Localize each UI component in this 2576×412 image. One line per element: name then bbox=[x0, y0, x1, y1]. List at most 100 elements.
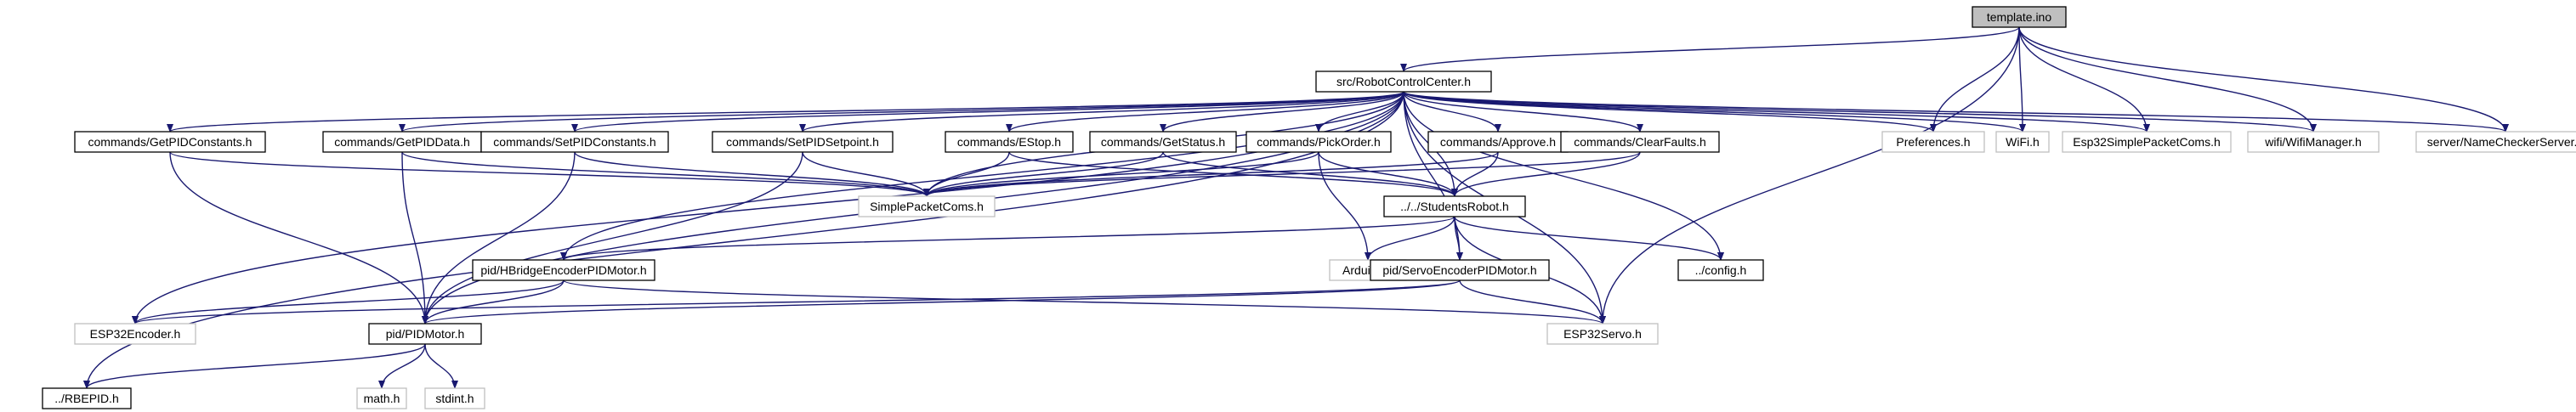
node-label-hbridge: pid/HBridgeEncoderPIDMotor.h bbox=[480, 263, 646, 277]
node-template[interactable]: template.ino bbox=[1972, 6, 2067, 28]
node-getpidconst[interactable]: commands/GetPIDConstants.h bbox=[74, 131, 266, 153]
node-box-approve bbox=[1427, 131, 1569, 153]
node-hbridge[interactable]: pid/HBridgeEncoderPIDMotor.h bbox=[472, 259, 655, 281]
node-label-template: template.ino bbox=[1987, 10, 2051, 24]
node-box-getstatus bbox=[1089, 131, 1237, 153]
edge-servoenc-to-esp32servo bbox=[1459, 279, 1606, 325]
node-box-esp32spc bbox=[2062, 131, 2232, 153]
edge-getpiddata-to-pidmotor bbox=[401, 151, 428, 325]
edge-setpidsetpoint-to-pidmotor bbox=[422, 151, 803, 325]
node-pickorder[interactable]: commands/PickOrder.h bbox=[1245, 131, 1392, 153]
node-clearfaults[interactable]: commands/ClearFaults.h bbox=[1560, 131, 1720, 153]
edge-getstatus-to-spc bbox=[923, 151, 1164, 197]
edge-clearfaults-to-studentsrobot bbox=[1451, 151, 1641, 197]
node-box-clearfaults bbox=[1560, 131, 1720, 153]
edge-pidmotor-to-rbepid bbox=[83, 343, 426, 389]
node-namechecker[interactable]: server/NameCheckerServer.h bbox=[2415, 131, 2576, 153]
node-wifi[interactable]: WiFi.h bbox=[1995, 131, 2050, 153]
edge-rcc-to-getpiddata bbox=[399, 91, 1404, 133]
edge-setpidconst-to-spc bbox=[574, 151, 930, 197]
edge-rcc-to-approve bbox=[1403, 91, 1501, 133]
edge-pidmotor-to-math bbox=[378, 343, 426, 389]
node-box-namechecker bbox=[2415, 131, 2576, 153]
edge-rcc-to-estop bbox=[1006, 91, 1404, 133]
node-estop[interactable]: commands/EStop.h bbox=[945, 131, 1074, 153]
edge-pickorder-to-arduino bbox=[1318, 151, 1371, 261]
edge-rcc-to-wifi bbox=[1403, 91, 2026, 133]
node-label-getstatus: commands/GetStatus.h bbox=[1101, 135, 1225, 149]
edge-studentsrobot-to-hbridge bbox=[560, 216, 1455, 261]
edge-rcc-to-setpidsetpoint bbox=[799, 91, 1404, 133]
edge-template-to-preferences bbox=[1930, 26, 2020, 133]
node-box-math bbox=[356, 387, 407, 409]
node-rcc[interactable]: src/RobotControlCenter.h bbox=[1315, 71, 1492, 93]
node-getstatus[interactable]: commands/GetStatus.h bbox=[1089, 131, 1237, 153]
node-label-servoenc: pid/ServoEncoderPIDMotor.h bbox=[1382, 263, 1536, 277]
edge-rcc-to-wifimanager bbox=[1403, 91, 2317, 133]
node-label-estop: commands/EStop.h bbox=[957, 135, 1061, 149]
edge-rcc-to-getstatus bbox=[1160, 91, 1404, 133]
node-label-clearfaults: commands/ClearFaults.h bbox=[1574, 135, 1706, 149]
node-label-esp32encoder: ESP32Encoder.h bbox=[90, 327, 181, 341]
node-box-getpidconst bbox=[74, 131, 266, 153]
edge-rcc-to-namechecker bbox=[1403, 91, 2509, 133]
edge-rcc-to-getpidconst bbox=[167, 91, 1404, 133]
node-pidmotor[interactable]: pid/PIDMotor.h bbox=[368, 323, 482, 345]
node-math[interactable]: math.h bbox=[356, 387, 407, 409]
edge-servoenc-to-pidmotor bbox=[422, 279, 1461, 325]
edge-template-to-namechecker bbox=[2018, 26, 2509, 133]
node-label-wifimanager: wifi/WifiManager.h bbox=[2264, 135, 2362, 149]
node-label-esp32spc: Esp32SimplePacketComs.h bbox=[2073, 135, 2221, 149]
node-spc[interactable]: SimplePacketComs.h bbox=[858, 195, 996, 217]
node-esp32spc[interactable]: Esp32SimplePacketComs.h bbox=[2062, 131, 2232, 153]
node-preferences[interactable]: Preferences.h bbox=[1881, 131, 1985, 153]
node-servoenc[interactable]: pid/ServoEncoderPIDMotor.h bbox=[1370, 259, 1550, 281]
edge-hbridge-to-esp32servo bbox=[563, 279, 1606, 325]
edge-getstatus-to-studentsrobot bbox=[1162, 151, 1458, 197]
edge-pidmotor-to-stdint bbox=[424, 343, 458, 389]
node-stdint[interactable]: stdint.h bbox=[424, 387, 485, 409]
edge-getpiddata-to-spc bbox=[401, 151, 930, 197]
node-label-getpiddata: commands/GetPIDData.h bbox=[334, 135, 470, 149]
node-wifimanager[interactable]: wifi/WifiManager.h bbox=[2247, 131, 2380, 153]
node-studentsrobot[interactable]: ../../StudentsRobot.h bbox=[1383, 195, 1526, 217]
edge-hbridge-to-pidmotor bbox=[422, 279, 565, 325]
edge-servoenc-to-esp32encoder bbox=[132, 279, 1461, 325]
node-box-servoenc bbox=[1370, 259, 1550, 281]
edge-rcc-to-config bbox=[1403, 91, 1724, 261]
edge-rcc-to-esp32encoder bbox=[132, 91, 1404, 325]
node-label-namechecker: server/NameCheckerServer.h bbox=[2427, 135, 2576, 149]
node-box-setpidsetpoint bbox=[712, 131, 894, 153]
node-box-getpiddata bbox=[322, 131, 482, 153]
node-box-studentsrobot bbox=[1383, 195, 1526, 217]
node-setpidsetpoint[interactable]: commands/SetPIDSetpoint.h bbox=[712, 131, 894, 153]
node-label-stdint: stdint.h bbox=[435, 392, 474, 405]
node-label-math: math.h bbox=[364, 392, 400, 405]
edge-studentsrobot-to-arduino bbox=[1365, 216, 1455, 261]
node-label-rcc: src/RobotControlCenter.h bbox=[1336, 75, 1471, 88]
node-getpiddata[interactable]: commands/GetPIDData.h bbox=[322, 131, 482, 153]
node-box-rbepid bbox=[42, 387, 132, 409]
node-box-esp32encoder bbox=[74, 323, 196, 345]
node-esp32encoder[interactable]: ESP32Encoder.h bbox=[74, 323, 196, 345]
edge-hbridge-to-esp32encoder bbox=[132, 279, 565, 325]
node-esp32servo[interactable]: ESP32Servo.h bbox=[1546, 323, 1659, 345]
node-setpidconst[interactable]: commands/SetPIDConstants.h bbox=[480, 131, 669, 153]
node-box-template bbox=[1972, 6, 2067, 28]
edge-template-to-wifi bbox=[2018, 26, 2026, 133]
node-label-spc: SimplePacketComs.h bbox=[870, 200, 984, 213]
node-label-esp32servo: ESP32Servo.h bbox=[1563, 327, 1642, 341]
edge-setpidconst-to-pidmotor bbox=[422, 151, 576, 325]
node-config[interactable]: ../config.h bbox=[1677, 259, 1764, 281]
node-box-esp32servo bbox=[1546, 323, 1659, 345]
node-approve[interactable]: commands/Approve.h bbox=[1427, 131, 1569, 153]
node-rbepid[interactable]: ../RBEPID.h bbox=[42, 387, 132, 409]
node-box-config bbox=[1677, 259, 1764, 281]
edge-rcc-to-setpidconst bbox=[571, 91, 1404, 133]
edge-pickorder-to-spc bbox=[923, 151, 1319, 197]
node-box-pidmotor bbox=[368, 323, 482, 345]
node-label-rbepid: ../RBEPID.h bbox=[54, 392, 118, 405]
node-box-setpidconst bbox=[480, 131, 669, 153]
edge-rcc-to-servoenc bbox=[1403, 91, 1463, 261]
